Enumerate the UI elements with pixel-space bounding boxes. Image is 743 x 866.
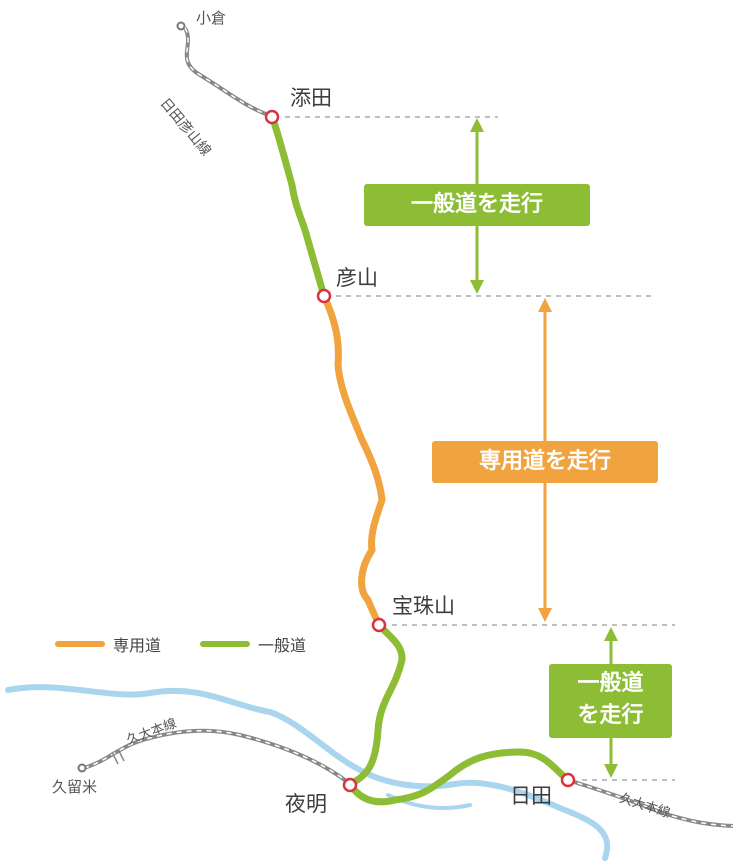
guide-lines <box>285 116 675 781</box>
railway-kyudai-west <box>83 728 352 786</box>
legend-swatch-general <box>200 641 250 647</box>
tag-dedicated-text: 専用道を走行 <box>478 449 611 474</box>
tag-general-bottom-line1: 一般道 <box>577 671 644 696</box>
legend-item-general: 一般道 <box>200 633 306 655</box>
station-label-kokura: 小倉 <box>196 9 227 27</box>
tag-general-bottom: 一般道 を走行 <box>549 664 672 738</box>
legend-label-dedicated: 専用道 <box>113 636 162 655</box>
terminal-kokura <box>176 21 186 31</box>
station-label-kurume: 久留米 <box>52 778 98 796</box>
tag-dedicated: 専用道を走行 <box>432 441 658 483</box>
station-marker-soeda <box>264 109 280 125</box>
railway-hitahikosan <box>183 26 273 118</box>
terminal-kurume <box>77 763 87 773</box>
legend-item-dedicated: 専用道 <box>55 633 161 655</box>
route-general-north <box>268 112 328 300</box>
route-dedicated <box>320 292 386 629</box>
tag-general-top-text: 一般道を走行 <box>410 192 543 217</box>
station-marker-hikosan <box>316 288 332 304</box>
tag-general-bottom-line2: を走行 <box>577 703 644 728</box>
river <box>5 684 611 861</box>
station-marker-yoake <box>342 777 358 793</box>
station-label-yoake: 夜明 <box>285 792 327 816</box>
legend-label-general: 一般道 <box>258 636 307 655</box>
route-general-south <box>346 621 572 806</box>
tag-general-top: 一般道を走行 <box>364 184 590 226</box>
railway-kyudai-east <box>567 778 734 828</box>
station-label-hikosan: 彦山 <box>336 266 378 290</box>
station-marker-hita <box>560 772 576 788</box>
station-label-hita: 日田 <box>510 784 552 808</box>
legend-swatch-dedicated <box>55 641 105 647</box>
station-label-soeda: 添田 <box>290 86 332 110</box>
station-label-hoshuyama: 宝珠山 <box>392 594 455 618</box>
station-marker-hoshuyama <box>371 617 387 633</box>
